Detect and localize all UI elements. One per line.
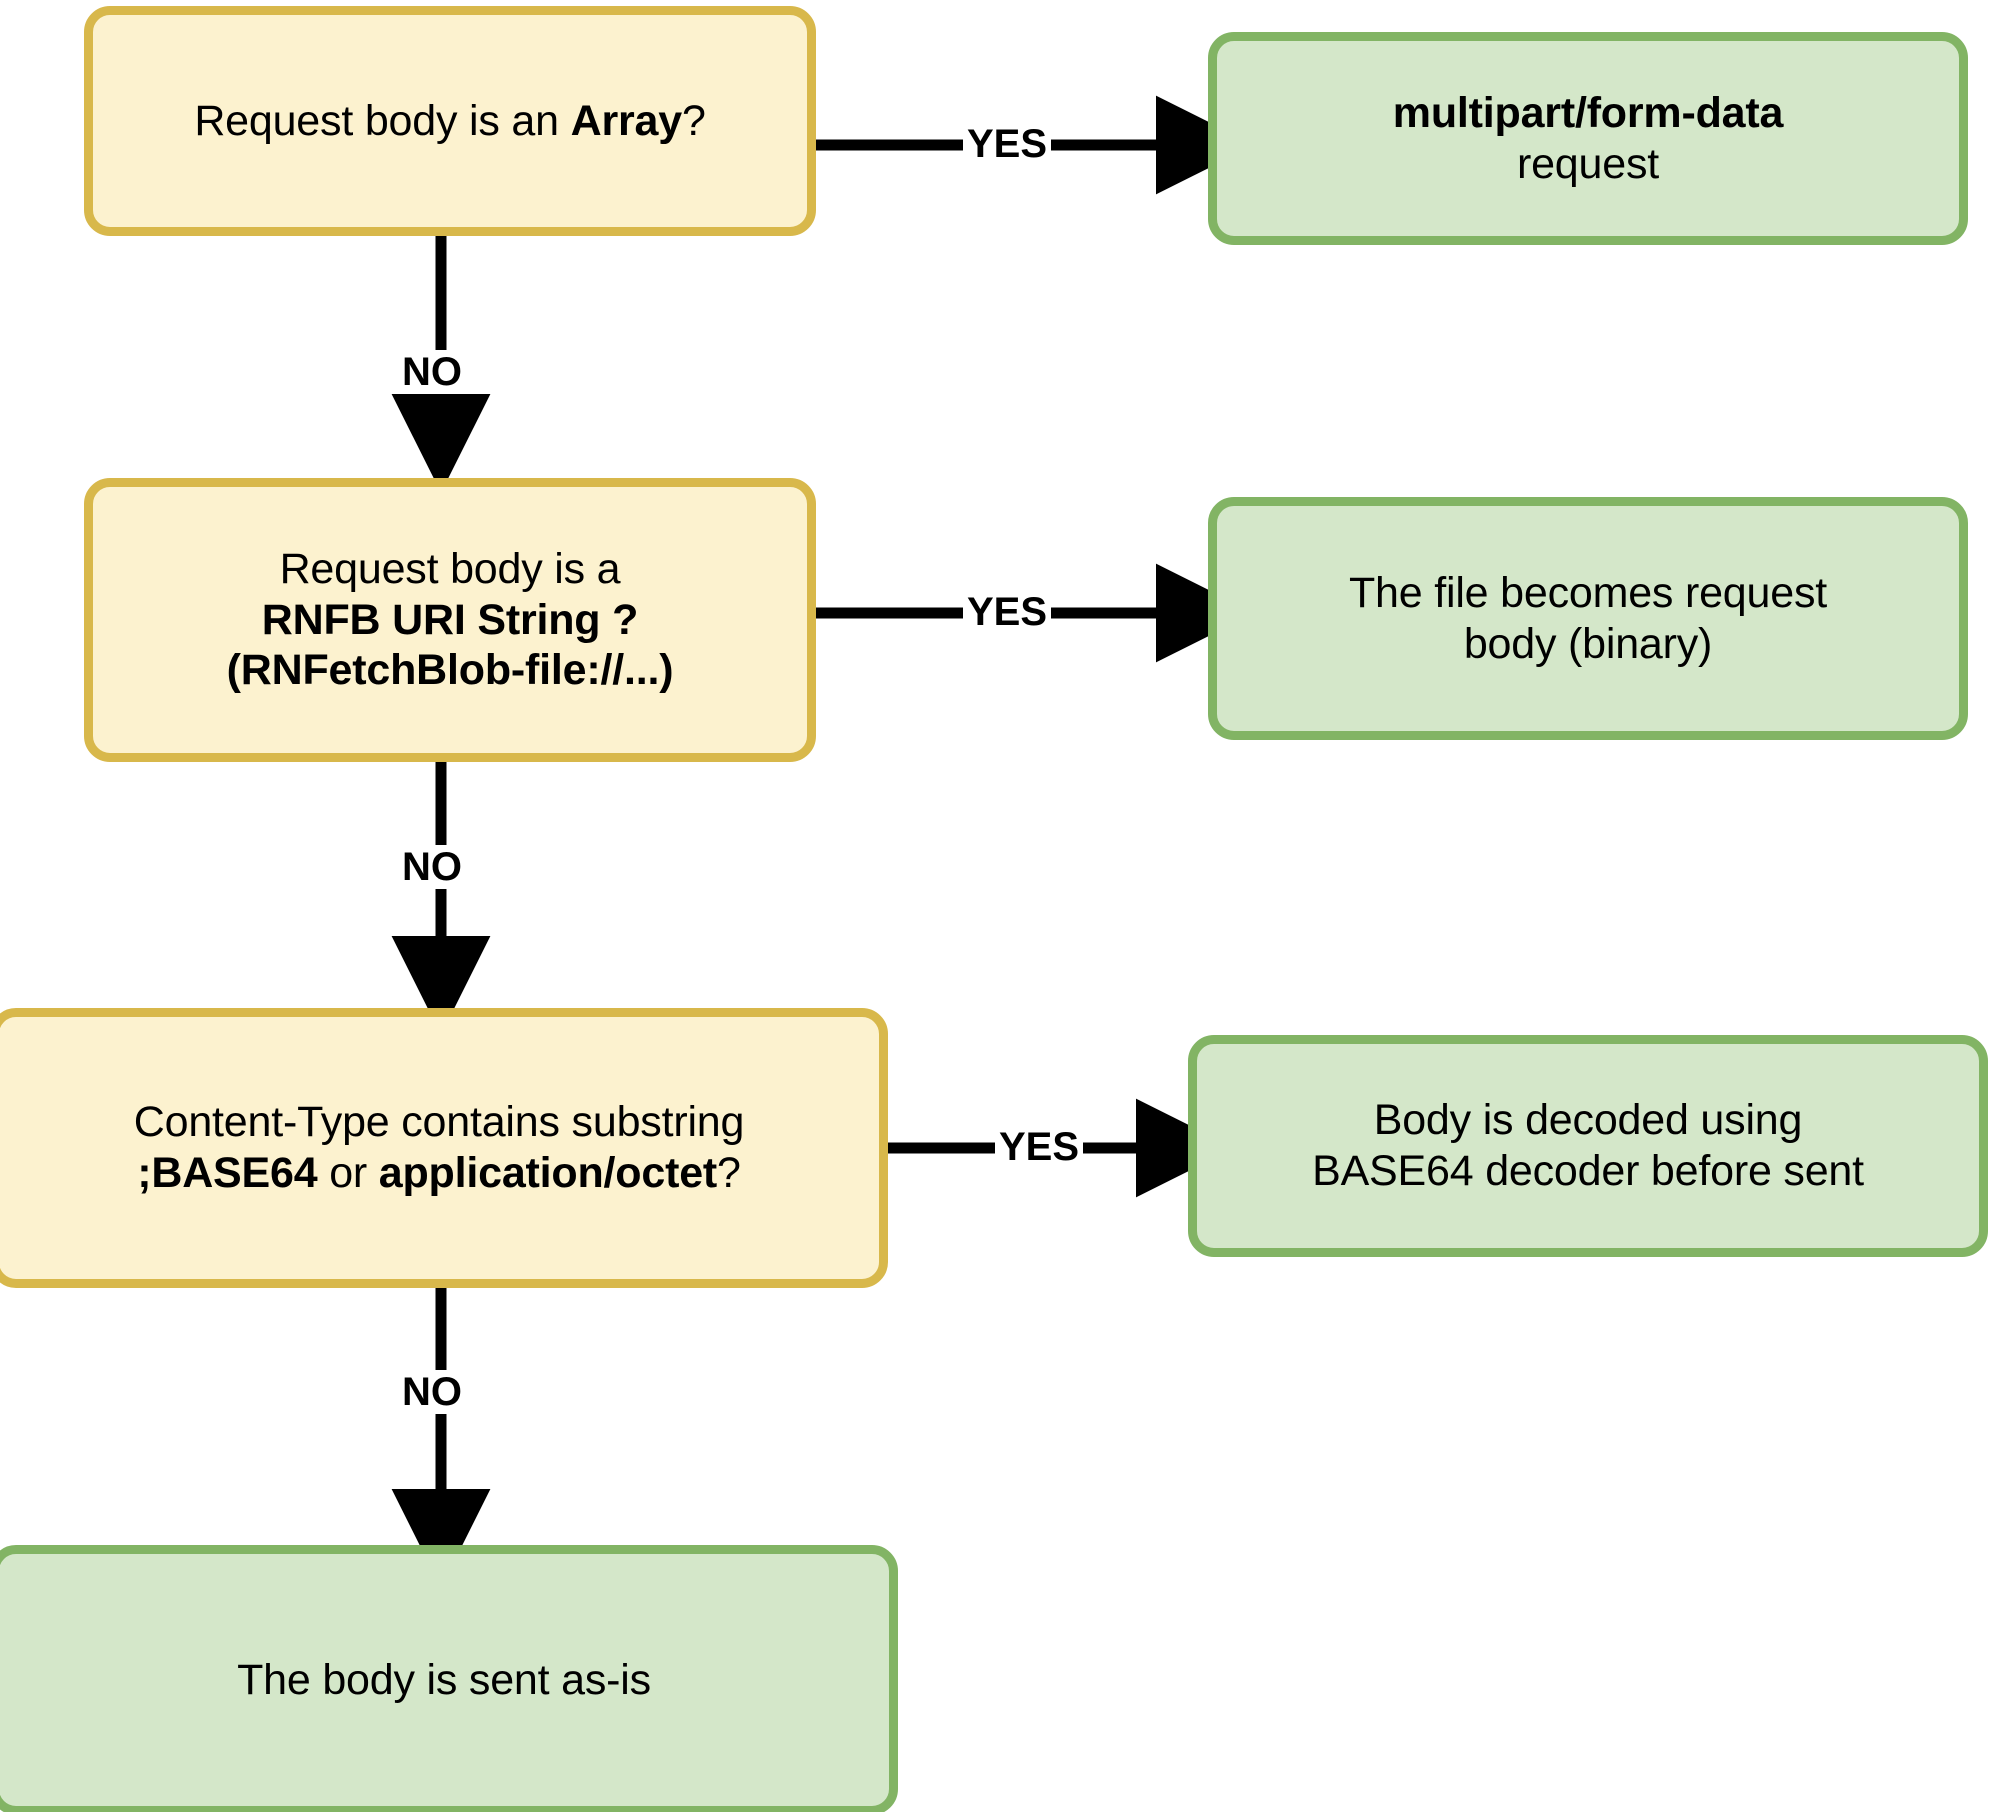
result-node-base64-decode[interactable]: Body is decoded using BASE64 decoder bef… <box>1188 1035 1988 1257</box>
text-line: Content-Type contains substring <box>133 1098 745 1147</box>
text-line: The body is sent as-is <box>237 1655 651 1704</box>
decision-node-rnfb-uri-text: Request body is a RNFB URI String ? (RNF… <box>213 544 688 696</box>
text-line: Body is decoded using <box>1373 1096 1803 1145</box>
text-line: multipart/form-data <box>1392 88 1784 137</box>
result-node-base64-decode-text: Body is decoded using BASE64 decoder bef… <box>1298 1095 1878 1196</box>
result-node-file-body[interactable]: The file becomes request body (binary) <box>1208 497 1968 740</box>
edge-label-yes-1: YES <box>963 122 1052 166</box>
text-line: BASE64 decoder before sent <box>1312 1147 1864 1195</box>
text-line: body (binary) <box>1463 619 1713 668</box>
decision-node-rnfb-uri[interactable]: Request body is a RNFB URI String ? (RNF… <box>84 478 816 762</box>
decision-node-content-type-text: Content-Type contains substring ;BASE64 … <box>120 1097 758 1198</box>
result-node-multipart-text: multipart/form-data request <box>1379 88 1797 189</box>
edge-label-no-2: NO <box>398 845 466 889</box>
edge-label-no-3: NO <box>398 1370 466 1414</box>
result-node-as-is-text: The body is sent as-is <box>223 1655 665 1706</box>
text-line: ;BASE64 or application/octet? <box>137 1149 741 1197</box>
result-node-as-is[interactable]: The body is sent as-is <box>0 1545 898 1812</box>
text-line: The file becomes request <box>1348 568 1827 617</box>
decision-node-array[interactable]: Request body is an Array? <box>84 6 816 236</box>
result-node-multipart[interactable]: multipart/form-data request <box>1208 32 1968 245</box>
decision-node-content-type[interactable]: Content-Type contains substring ;BASE64 … <box>0 1008 888 1288</box>
edge-label-no-1: NO <box>398 350 466 394</box>
text-line: Request body is a <box>279 544 621 593</box>
decision-node-array-text: Request body is an Array? <box>180 96 719 147</box>
text-line: request <box>1516 139 1659 188</box>
edge-label-yes-2: YES <box>963 590 1052 634</box>
text-line: Request body is an Array? <box>194 96 706 145</box>
edge-label-yes-3: YES <box>995 1125 1084 1169</box>
text-line: (RNFetchBlob-file://...) <box>226 646 674 695</box>
text-line: RNFB URI String ? <box>261 595 639 644</box>
result-node-file-body-text: The file becomes request body (binary) <box>1335 568 1841 669</box>
